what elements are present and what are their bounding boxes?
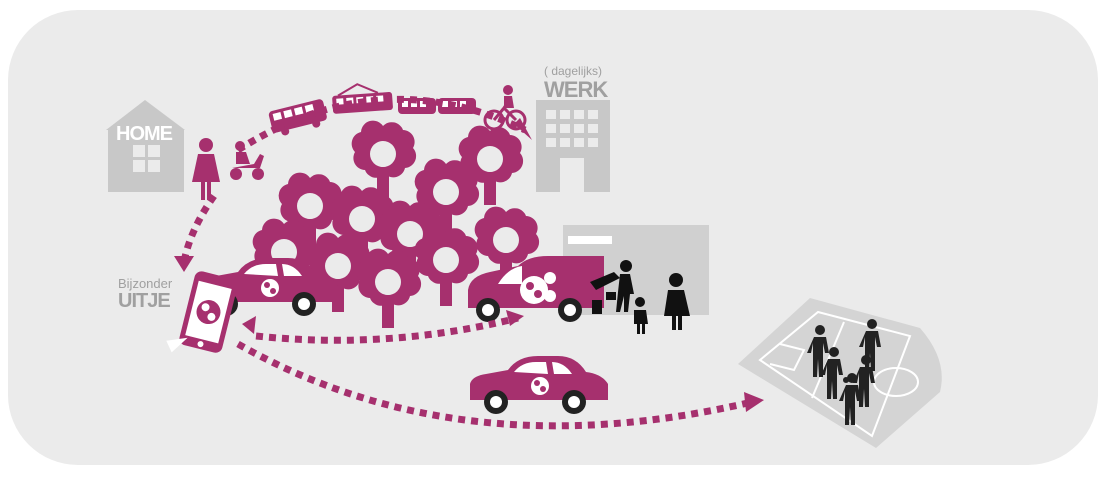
werk-prefix-label: ( dagelijks) (544, 64, 602, 78)
uitje-prefix-label: Bijzonder (118, 276, 173, 291)
commute-arrow-head (514, 118, 532, 140)
werk-label: WERK (544, 77, 608, 102)
home-label: HOME (116, 123, 173, 145)
soccer-players-icon (807, 319, 881, 425)
smartphone-icon (166, 271, 238, 353)
home-building-icon (106, 100, 185, 192)
van-icon (468, 256, 604, 322)
work-building-icon (536, 100, 610, 192)
uitje-to-field-arrow (236, 340, 753, 430)
woman-icon (192, 138, 220, 200)
uitje-label: UITJE (118, 290, 170, 312)
uitje-to-van-arrow (255, 314, 519, 344)
family-icon (590, 260, 690, 334)
commute-arrow (236, 95, 527, 153)
